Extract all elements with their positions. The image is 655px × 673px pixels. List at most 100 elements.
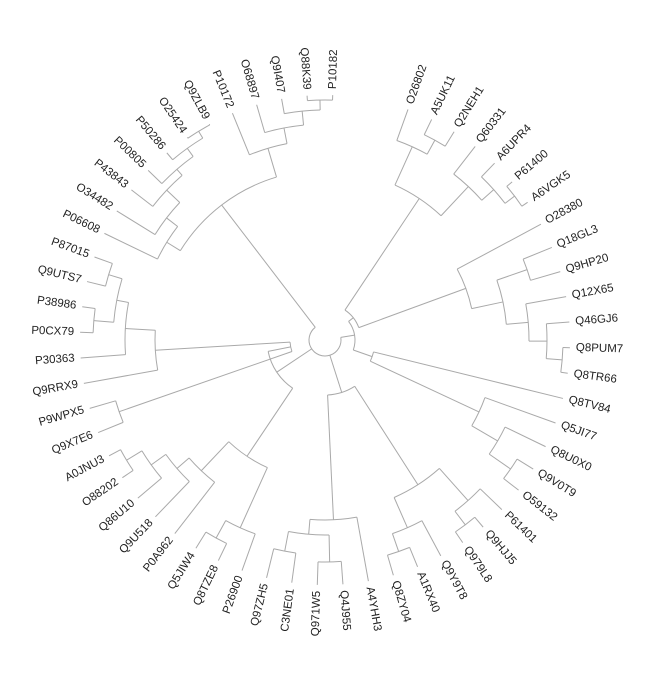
leaf-label-o88202: O88202 <box>80 476 121 509</box>
branch-cC1b2 <box>176 457 190 469</box>
leaf-label-q97zh5: Q97ZH5 <box>249 582 271 627</box>
branch-leaf-q971w5 <box>316 561 319 585</box>
branch-cA1a <box>344 198 420 311</box>
leaf-label-p10172: P10172 <box>210 69 236 110</box>
leaf-label-q9i407: Q9I407 <box>268 55 286 94</box>
branch-leaf-q9y9t8 <box>421 520 442 557</box>
leaf-label-q8u0x0: Q8U0X0 <box>548 444 593 474</box>
leaf-label-p10182: P10182 <box>327 49 340 89</box>
leaf-label-a4yhh3: A4YHH3 <box>364 586 384 632</box>
leaf-label-p87015: P87015 <box>49 236 90 261</box>
branch-cB <box>329 355 343 393</box>
branch-cA1b2b <box>506 321 529 325</box>
branch-leaf-o59132 <box>503 478 519 491</box>
branch-leaf-a4yhh3 <box>356 517 369 582</box>
branch-leaf-q9x7e6 <box>97 421 124 434</box>
leaf-label-o34482: O34482 <box>74 181 115 213</box>
branch-leaf-a0jnu3 <box>108 449 121 457</box>
leaf-label-o68897: O68897 <box>238 58 261 101</box>
leaf-label-a6vgk5: A6VGK5 <box>529 169 573 204</box>
branch-arc-cC2a <box>115 400 124 423</box>
branch-leaf-q5jiw4 <box>195 531 207 549</box>
branch-cC1a <box>239 467 268 528</box>
branch-arc-cB1a2 <box>455 516 476 533</box>
branch-leaf-a6upr4 <box>481 162 495 178</box>
leaf-label-q9u518: Q9U518 <box>117 517 155 556</box>
branch-leaf-q46gj6 <box>546 321 570 325</box>
leaf-label-p0a962: P0A962 <box>141 535 176 575</box>
branch-leaf-q97zh5 <box>266 548 275 579</box>
leaf-label-q5ji77: Q5JI77 <box>559 419 598 443</box>
branch-cD <box>221 204 316 328</box>
leaf-label-p9wpx5: P9WPX5 <box>37 404 85 429</box>
branch-leaf-p61401 <box>479 488 503 510</box>
branch-cA2d <box>488 453 511 470</box>
leaf-label-q9zlb9: Q9ZLB9 <box>181 78 212 121</box>
branch-arc-cA1b2 <box>496 279 507 325</box>
leaf-label-p61400: P61400 <box>513 148 551 183</box>
branch-cD1f <box>198 131 204 139</box>
leaf-label-q88k39: Q88K39 <box>298 47 313 90</box>
branch-leaf-q9hjj5 <box>474 516 484 528</box>
branch-leaf-q8tr66 <box>560 371 568 374</box>
branch-leaf-p87015 <box>94 256 113 264</box>
branch-arc-cB2b <box>288 531 330 536</box>
branch-leaf-p10172 <box>231 112 250 156</box>
branch-arc-root <box>308 326 342 357</box>
branch-arc-cD1f <box>187 124 210 139</box>
leaf-label-p30363: P30363 <box>35 352 75 367</box>
branch-arc-cA <box>348 321 356 351</box>
branch-arc-cA1a1b <box>424 134 446 147</box>
branch-arc-cB1b2 <box>387 546 410 556</box>
branch-cA1b2a <box>496 269 528 281</box>
leaf-label-p06608: P06608 <box>61 208 102 236</box>
branch-arc-cC1 <box>228 441 268 469</box>
branch-cB1 <box>354 386 419 486</box>
branch-cC2d <box>116 299 129 304</box>
leaf-label-p0cx79: P0CX79 <box>31 325 74 338</box>
branch-cA2b <box>370 360 480 413</box>
branch-cD1e <box>186 148 194 157</box>
branch-arc-cC2c <box>124 302 130 355</box>
leaf-label-q9hjj5: Q9HJJ5 <box>482 528 518 567</box>
branch-cA <box>340 334 355 338</box>
leaf-label-q8tze8: Q8TZE8 <box>191 563 221 607</box>
branch-arc-cA2d <box>503 458 518 479</box>
branch-arc-cD1c <box>152 174 183 207</box>
branch-cB2b <box>308 519 311 535</box>
branch-leaf-p43843 <box>131 189 154 207</box>
branch-leaf-p06608 <box>104 232 158 260</box>
branch-arc-cA2c <box>488 426 506 455</box>
branch-arc-cC2 <box>289 342 293 352</box>
leaf-label-o28380: O28380 <box>543 197 585 227</box>
branch-arc-cA1a1 <box>396 140 428 155</box>
branch-cB2b2 <box>284 531 289 552</box>
leaf-label-o25424: O25424 <box>156 95 189 136</box>
branch-leaf-p61400 <box>506 181 513 187</box>
branch-cA1a2 <box>440 186 469 217</box>
branch-cA1a2b <box>481 189 495 201</box>
branch-cB1a2 <box>454 510 466 526</box>
leaf-label-p26900: P26900 <box>221 574 246 615</box>
leaf-label-a1rx40: A1RX40 <box>414 570 441 614</box>
branch-leaf-q2neh1 <box>444 131 455 147</box>
branch-leaf-q12x65 <box>525 296 567 305</box>
branch-cA1b2 <box>471 301 504 310</box>
branch-cC2a <box>118 351 293 413</box>
leaf-label-q9y9t8: Q9Y9T8 <box>438 558 469 601</box>
branch-arc-cA1b2a <box>522 258 531 281</box>
branch-arc-cA1 <box>344 309 360 328</box>
branch-arc-cC1b4 <box>120 449 134 471</box>
branch-leaf-q9i407 <box>281 98 285 114</box>
leaf-label-q12x65: Q12X65 <box>571 282 615 301</box>
leaf-label-q8zy04: Q8ZY04 <box>389 579 413 624</box>
branch-leaf-q9u518 <box>155 481 190 518</box>
branch-leaf-a5uk11 <box>423 119 433 135</box>
leaf-label-p61401: P61401 <box>502 509 539 545</box>
leaf-label-o59132: O59132 <box>520 489 560 524</box>
branch-leaf-q86u10 <box>137 477 162 499</box>
branch-arc-cA1b2b <box>525 303 530 342</box>
branch-arc-cC2d <box>113 278 123 323</box>
